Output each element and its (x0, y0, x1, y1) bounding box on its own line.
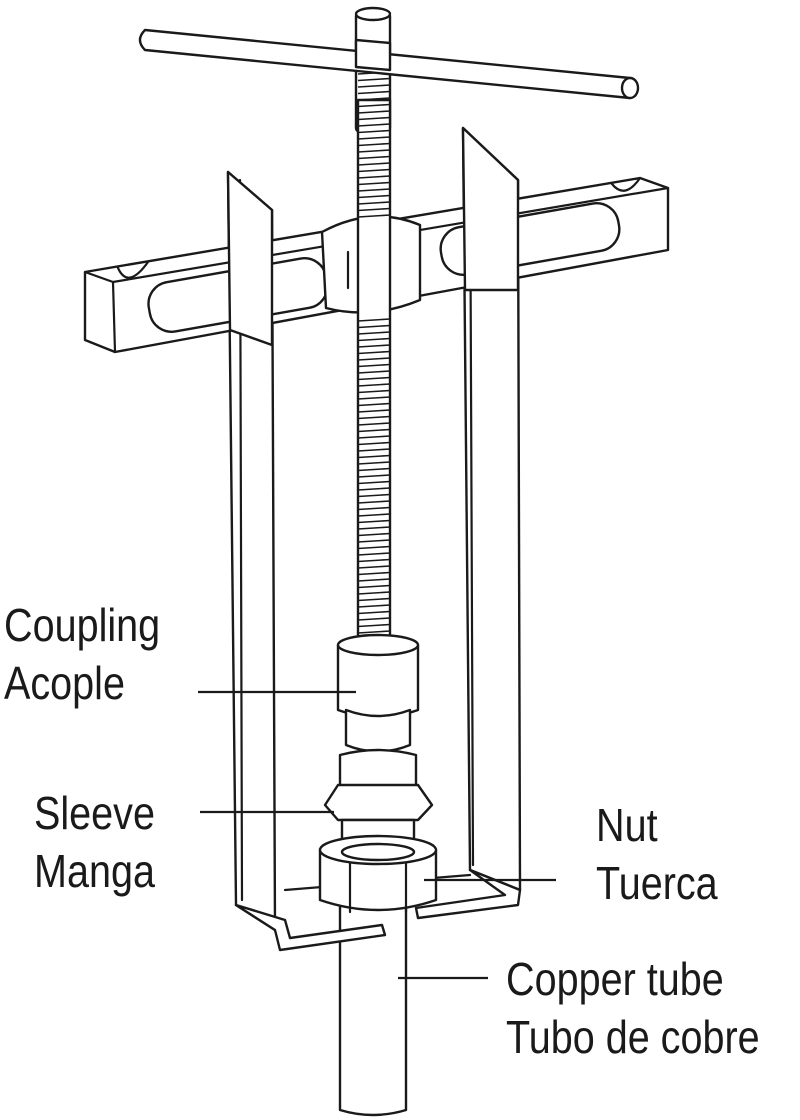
screw-thread (357, 376, 391, 381)
screw-thread (357, 480, 391, 485)
coupling-label-es: Acople (4, 657, 125, 709)
screw-thread (357, 461, 391, 465)
screw-thread (357, 617, 391, 621)
screw-thread (357, 597, 391, 602)
screw-thread (357, 188, 391, 192)
screw-thread (357, 623, 391, 628)
screw-thread (357, 181, 391, 186)
screw-thread (357, 357, 391, 361)
sleeve-part (323, 748, 434, 847)
screw-thread (357, 409, 391, 413)
screw-thread (357, 467, 391, 472)
screw-thread (357, 324, 391, 329)
screw-thread (357, 532, 391, 537)
screw-thread (357, 513, 391, 517)
screw-thread (357, 142, 391, 147)
screw-thread (357, 558, 391, 563)
screw-thread (357, 175, 391, 179)
screw-thread (357, 389, 391, 394)
screw-thread (357, 344, 391, 348)
screw-thread (357, 396, 391, 400)
nut-label-es: Tuerca (596, 857, 718, 909)
threaded-screw (354, 10, 392, 647)
screw-thread (357, 526, 391, 530)
screw-thread (357, 383, 391, 387)
screw-thread (357, 363, 391, 368)
screw-thread (357, 318, 391, 322)
screw-thread (357, 578, 391, 582)
screw-thread (357, 487, 391, 491)
screw-thread (357, 493, 391, 498)
screw-thread (357, 155, 391, 160)
screw-thread (357, 448, 391, 452)
copper-tube-label: Copper tube (506, 953, 724, 1005)
screw-thread (357, 428, 391, 433)
screw-thread (357, 149, 391, 153)
screw-thread (357, 415, 391, 420)
screw-thread (357, 103, 391, 108)
screw-thread (357, 214, 391, 218)
screw-thread (357, 337, 391, 342)
screw-thread (357, 604, 391, 608)
nut-label: Nut (596, 799, 658, 851)
screw-thread (357, 77, 391, 82)
screw-thread (357, 402, 391, 407)
screw-thread (357, 422, 391, 426)
puller-frame-front (226, 126, 520, 347)
puller-frame (226, 126, 522, 952)
screw-thread (357, 441, 391, 446)
screw-thread (357, 350, 391, 355)
screw-thread (357, 201, 391, 205)
screw-thread (357, 136, 391, 140)
sleeve-label: Sleeve (34, 787, 155, 839)
screw-thread (357, 331, 391, 335)
screw-thread (357, 90, 391, 95)
screw-thread (357, 571, 391, 576)
copper-tube-label-es: Tubo de cobre (506, 1011, 760, 1063)
screw-thread (357, 630, 391, 634)
screw-thread (357, 168, 391, 173)
screw-thread (357, 110, 391, 114)
screw-thread (357, 97, 391, 101)
screw-thread (357, 519, 391, 524)
screw-thread (357, 370, 391, 374)
screw-thread (357, 194, 391, 199)
screw-thread (357, 500, 391, 504)
sleeve-label-es: Manga (34, 845, 155, 897)
screw-thread (357, 116, 391, 121)
screw-thread (357, 474, 391, 478)
screw-thread (357, 552, 391, 556)
screw-thread (357, 123, 391, 127)
coupling-label: Coupling (4, 599, 161, 651)
coupling-part (336, 633, 420, 753)
copper-tube (338, 898, 408, 1117)
screw-thread (357, 84, 391, 88)
screw-thread (357, 539, 391, 543)
screw-thread (357, 162, 391, 166)
screw-thread (357, 610, 391, 615)
screw-thread (357, 591, 391, 595)
screw-thread (357, 565, 391, 569)
screw-thread (357, 207, 391, 212)
nut-part (318, 834, 438, 914)
screw-thread (357, 454, 391, 459)
screw-thread (357, 545, 391, 550)
screw-thread (357, 506, 391, 511)
t-handle (138, 6, 640, 100)
screw-thread (357, 435, 391, 439)
screw-thread (357, 129, 391, 134)
screw-thread (357, 584, 391, 589)
